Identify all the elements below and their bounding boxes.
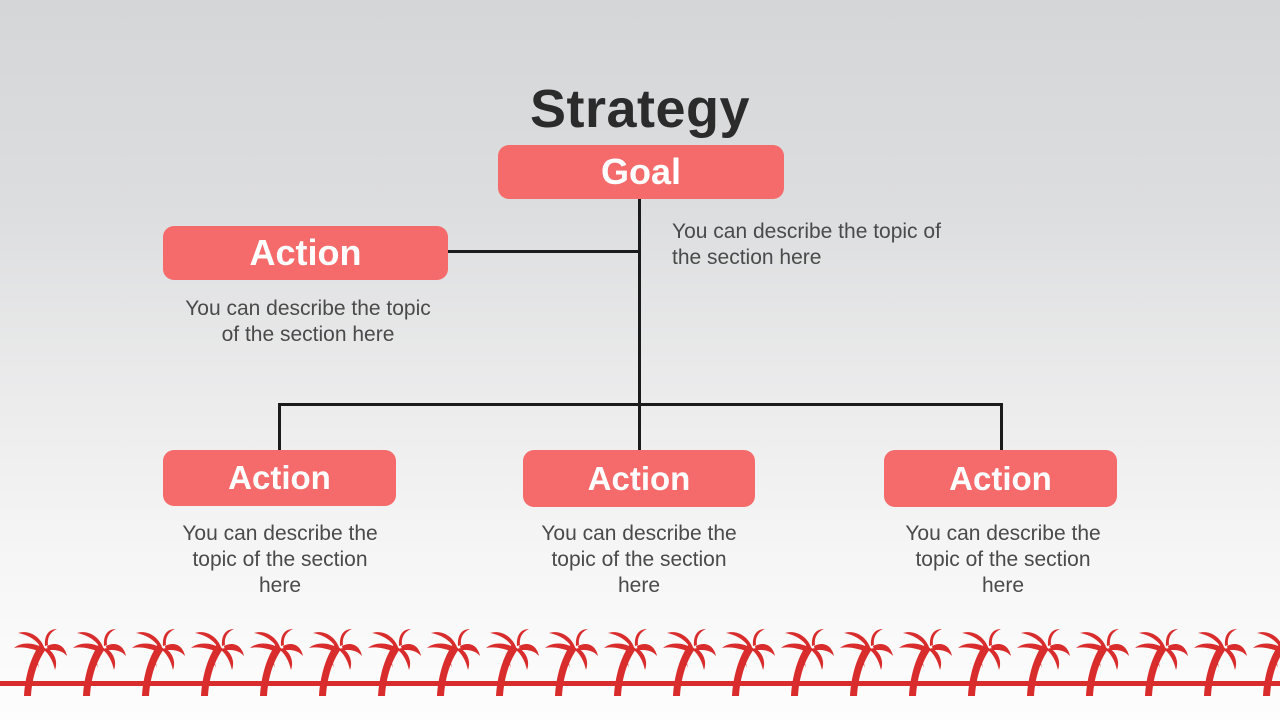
palm-tree-border — [0, 629, 1280, 696]
description-line: here — [617, 574, 661, 597]
description-line: You can describe the — [182, 522, 378, 545]
action-branch-label: Action — [249, 232, 362, 273]
goal-box[interactable]: Goal — [498, 145, 784, 199]
description-line: topic of the section — [551, 548, 727, 571]
action-box-2-label: Action — [587, 459, 691, 497]
action-branch-box[interactable]: Action — [163, 226, 448, 280]
action-branch-description[interactable]: You can describe the topic of the sectio… — [163, 296, 453, 348]
action-description-2[interactable]: You can describe the topic of the sectio… — [509, 521, 769, 599]
description-line: of the section here — [221, 323, 395, 346]
action-box-3[interactable]: Action — [884, 450, 1117, 507]
description-line: You can describe the — [905, 522, 1101, 545]
description-line: You can describe the topic of — [672, 220, 941, 243]
connector-branch-horizontal — [448, 250, 640, 253]
description-line: topic of the section — [192, 548, 368, 571]
connector-goal-vertical — [638, 199, 641, 452]
connector-tree-horizontal — [278, 403, 1003, 406]
description-line: topic of the section — [915, 548, 1091, 571]
action-box-1-label: Action — [228, 459, 331, 496]
description-line: here — [258, 574, 302, 597]
action-box-2[interactable]: Action — [523, 450, 755, 507]
description-line: You can describe the — [541, 522, 737, 545]
goal-description[interactable]: You can describe the topic of the sectio… — [672, 219, 1052, 271]
action-box-3-label: Action — [949, 459, 1052, 497]
action-box-1[interactable]: Action — [163, 450, 396, 506]
palm-border-line — [0, 681, 1280, 686]
description-line: here — [981, 574, 1025, 597]
connector-drop-right — [1000, 403, 1003, 452]
action-description-3[interactable]: You can describe the topic of the sectio… — [873, 521, 1133, 599]
slide-title[interactable]: Strategy — [529, 79, 751, 140]
connector-drop-left — [278, 403, 281, 452]
description-line: You can describe the topic — [185, 297, 431, 320]
goal-box-label: Goal — [600, 151, 681, 192]
description-line: the section here — [672, 246, 822, 269]
action-description-1[interactable]: You can describe the topic of the sectio… — [150, 521, 410, 599]
